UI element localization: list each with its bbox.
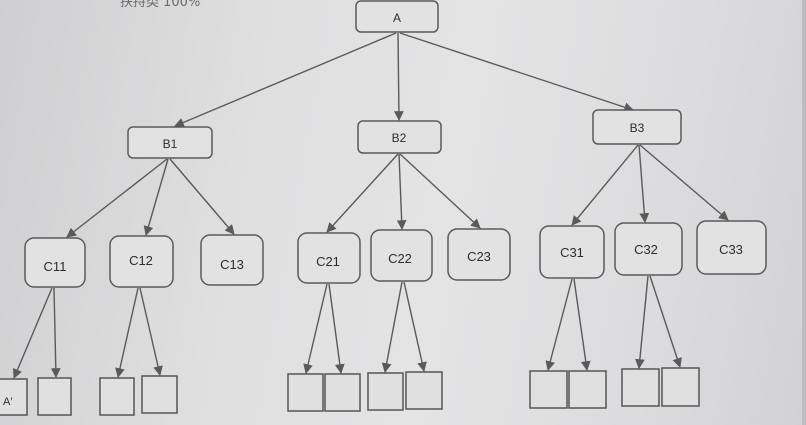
node-c31-label: C31 xyxy=(560,245,584,260)
node-a: A xyxy=(355,0,439,33)
header-text: 扶持类 100% xyxy=(120,0,201,10)
node-c32: C32 xyxy=(614,222,683,276)
leaf-box-c31-1 xyxy=(529,370,568,409)
leaf-box-c22-2 xyxy=(405,371,443,410)
leaf-box-c12-2 xyxy=(141,375,178,414)
node-a-label: A xyxy=(393,11,401,25)
leaf-box-c22-1 xyxy=(367,372,404,411)
leaf-box-c12-1 xyxy=(99,377,135,416)
node-c13: C13 xyxy=(200,234,264,286)
node-c12-label: C12 xyxy=(129,253,153,268)
leaf-box-c32-2 xyxy=(661,367,700,407)
edge-b1-c11 xyxy=(66,158,168,238)
node-c21: C21 xyxy=(297,232,361,284)
node-b1-box xyxy=(127,126,213,159)
edge-a-b2 xyxy=(393,32,404,121)
edge-c31-leaf2 xyxy=(573,278,591,371)
edge-c21-leaf2 xyxy=(328,283,345,374)
edge-a-b3 xyxy=(399,32,634,112)
edge-b1-c13 xyxy=(169,158,235,235)
leaf-boxes: A′ xyxy=(0,367,700,416)
node-c32-box xyxy=(614,222,683,276)
edge-a-b1 xyxy=(174,32,397,128)
node-c22-box xyxy=(370,229,433,282)
node-c32-label: C32 xyxy=(634,242,658,257)
edge-b3-c33 xyxy=(639,144,729,221)
node-b1: B1 xyxy=(127,126,213,159)
edge-c32-leaf2 xyxy=(649,275,682,368)
edge-b2-c22 xyxy=(396,153,407,230)
node-c31-box xyxy=(539,225,605,279)
edge-c12-leaf2 xyxy=(139,287,163,376)
node-c23-box xyxy=(447,228,511,281)
edges-level-3 xyxy=(12,275,682,379)
edge-c31-leaf1 xyxy=(545,278,573,371)
edge-c32-leaf1 xyxy=(634,275,649,369)
edge-c12-leaf1 xyxy=(115,287,139,378)
node-c11-box xyxy=(24,237,86,288)
node-c22-label: C22 xyxy=(388,251,412,266)
node-c21-label: C21 xyxy=(316,254,340,269)
edge-b2-c23 xyxy=(399,153,481,229)
edge-b3-c32 xyxy=(638,144,650,223)
node-b3-label: B3 xyxy=(630,121,645,135)
leaf-box-c32-1 xyxy=(621,368,660,407)
node-c12: C12 xyxy=(109,235,174,288)
leaf-box-c21-2 xyxy=(324,373,361,412)
node-c21-box xyxy=(297,232,361,284)
node-c33-label: C33 xyxy=(719,242,743,257)
leaf-box-c11-1 xyxy=(0,378,28,416)
node-c12-box xyxy=(109,235,174,288)
edges-level-1 xyxy=(174,32,634,128)
leaf-label-c11-1: A′ xyxy=(3,396,12,408)
node-b2-box xyxy=(357,120,442,154)
node-c11: C11 xyxy=(24,237,86,288)
edge-c22-leaf2 xyxy=(403,281,427,372)
node-b3: B3 xyxy=(592,109,682,145)
leaf-box-c31-2 xyxy=(568,370,607,409)
edge-c11-leaf2 xyxy=(50,287,61,378)
leaf-box-c21-1 xyxy=(287,373,324,412)
node-a-box xyxy=(355,0,439,33)
node-c33: C33 xyxy=(696,220,767,275)
node-b3-box xyxy=(592,109,682,145)
node-c31: C31 xyxy=(539,225,605,279)
node-b2: B2 xyxy=(357,120,442,154)
edge-b3-c31 xyxy=(571,144,639,226)
node-c33-box xyxy=(696,220,767,275)
paper-edge xyxy=(802,0,806,425)
leaf-box-c11-2 xyxy=(37,377,72,416)
node-b1-label: B1 xyxy=(163,137,178,151)
node-c13-label: C13 xyxy=(220,257,244,272)
edge-c11-leaf1 xyxy=(12,287,53,379)
node-c13-box xyxy=(200,234,264,286)
edge-c22-leaf1 xyxy=(381,281,403,373)
node-c23-label: C23 xyxy=(467,249,491,264)
edge-b1-c12 xyxy=(143,158,169,236)
edges-level-2 xyxy=(66,144,729,238)
edge-b2-c21 xyxy=(326,153,399,233)
node-c23: C23 xyxy=(447,228,511,281)
node-c11-label: C11 xyxy=(44,259,67,274)
edge-c21-leaf1 xyxy=(303,283,328,374)
node-b2-label: B2 xyxy=(392,131,407,145)
node-c22: C22 xyxy=(370,229,433,282)
